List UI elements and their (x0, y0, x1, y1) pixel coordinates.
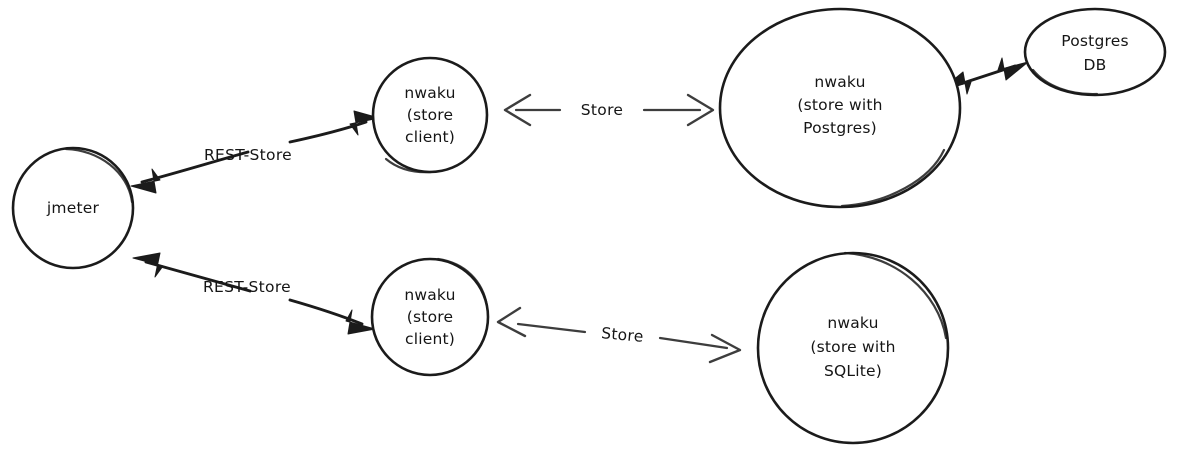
node-jmeter-shape (11, 146, 135, 270)
node-nwaku-client-top-label-line3: client) (405, 128, 455, 146)
node-nwaku-postgres-label-line2: (store with (797, 96, 882, 114)
node-nwaku-client-bottom[interactable]: nwaku (store client) (370, 257, 490, 377)
edge-client-top-to-postgres-node: Store (503, 93, 715, 127)
node-postgres-db-label-line2: DB (1084, 56, 1107, 74)
node-nwaku-postgres[interactable]: nwaku (store with Postgres) (718, 7, 962, 209)
node-nwaku-sqlite-label-line2: (store with (810, 338, 895, 356)
node-nwaku-client-bottom-sketch-overstroke (436, 257, 489, 308)
arrow-head-to-sqlite-node (708, 333, 742, 364)
edge-jmeter-to-client-top: REST-Store (130, 110, 380, 194)
node-nwaku-client-top[interactable]: nwaku (store client) (371, 56, 489, 174)
edge-line-right (658, 336, 729, 350)
node-nwaku-sqlite-shape (756, 251, 950, 445)
arrow-head-to-postgres-db (997, 57, 1029, 81)
node-nwaku-sqlite-sketch-overstroke (843, 251, 948, 340)
node-nwaku-client-bottom-label-line2: (store (407, 308, 453, 326)
node-postgres-db-label-line1: Postgres (1061, 32, 1129, 50)
node-nwaku-sqlite-label-line3: SQLite) (824, 362, 882, 380)
node-postgres-db-sketch-overstroke (1031, 68, 1099, 96)
arrow-head-to-postgres-node (686, 93, 715, 127)
node-nwaku-client-bottom-label-line3: client) (405, 330, 455, 348)
arrow-head-to-client-bottom (345, 309, 376, 335)
arrow-head-to-jmeter (130, 168, 161, 194)
node-jmeter-label: jmeter (46, 199, 100, 217)
arrow-head-to-client-top (503, 93, 532, 127)
edge-label-rest-store-top: REST-Store (204, 146, 292, 164)
node-postgres-db[interactable]: Postgres DB (1023, 7, 1167, 97)
node-nwaku-postgres-shape (718, 7, 962, 209)
node-nwaku-postgres-label-line1: nwaku (814, 73, 865, 91)
edge-label-store-bottom: Store (600, 324, 644, 346)
arrow-head-to-jmeter (132, 252, 164, 278)
node-nwaku-sqlite[interactable]: nwaku (store with SQLite) (756, 251, 950, 445)
node-nwaku-postgres-label-line3: Postgres) (803, 119, 877, 137)
node-nwaku-client-bottom-label-line1: nwaku (404, 286, 455, 304)
node-jmeter-sketch-overstroke (64, 147, 134, 204)
edge-label-rest-store-bottom: REST-Store (203, 278, 291, 296)
edge-client-bottom-to-sqlite-node: Store (496, 306, 742, 364)
node-nwaku-postgres-sketch-overstroke (840, 148, 946, 208)
edge-label-store-top: Store (581, 101, 623, 119)
node-nwaku-sqlite-label-line1: nwaku (827, 314, 878, 332)
edge-line-left (516, 322, 587, 334)
edge-jmeter-to-client-bottom: REST-Store (132, 252, 376, 335)
node-nwaku-client-top-label-line2: (store (407, 106, 453, 124)
node-nwaku-client-top-label-line1: nwaku (404, 84, 455, 102)
arrow-head-to-client-bottom (496, 306, 527, 338)
edge-line-right (288, 298, 364, 326)
node-nwaku-client-top-sketch-overstroke (384, 157, 433, 174)
edge-line-right (288, 120, 368, 144)
node-jmeter[interactable]: jmeter (11, 146, 135, 270)
